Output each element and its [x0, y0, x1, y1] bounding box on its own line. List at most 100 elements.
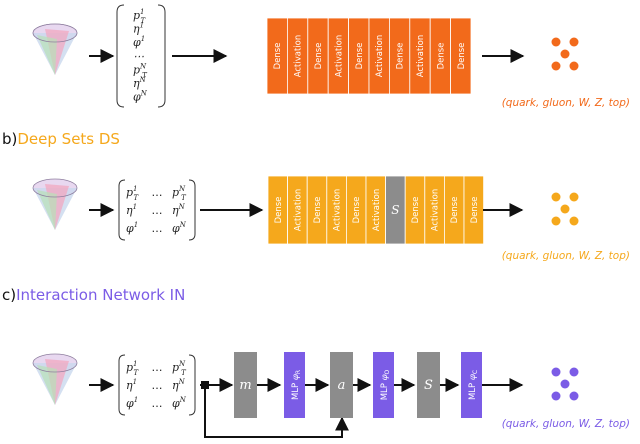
jet-cone-icon-c	[32, 353, 78, 405]
mlp-layer-stack: Dense Activation Dense Activation Dense Activ…	[266, 17, 472, 95]
svg-text:MLP φO: MLP φO	[380, 369, 391, 400]
vector-entry-2: φ1	[133, 35, 145, 49]
svg-text:Activation: Activation	[416, 35, 426, 78]
matrix-right-1: ηN	[172, 203, 186, 217]
junction-node	[201, 381, 209, 389]
mlp-block-layer-2: Dense	[307, 17, 329, 95]
svg-text:Dense: Dense	[411, 197, 421, 224]
mlp-c-phi: φ	[468, 374, 478, 380]
mlp-block-layer-9: Dense	[450, 17, 472, 95]
svg-text:Activation: Activation	[375, 35, 385, 78]
svg-text:a: a	[338, 378, 346, 393]
svg-text:MLP φC: MLP φC	[468, 370, 479, 400]
block-mlp-phi-r: MLP φR	[284, 352, 305, 418]
dots-b-dot-1	[569, 192, 579, 202]
svg-text:MLP φR: MLP φR	[291, 370, 302, 400]
section-title-c: c)Interaction Network IN	[2, 286, 185, 304]
matrix-dots-1: …	[152, 379, 163, 392]
dots-b-dot-3	[551, 216, 561, 226]
svg-text:S: S	[424, 378, 433, 393]
mlp-r-sub: R	[295, 370, 302, 374]
svg-text:Dense: Dense	[470, 197, 480, 224]
matrix-dots-0: …	[152, 186, 163, 199]
section-letter-b: b)	[2, 130, 17, 148]
block-m: m	[234, 352, 257, 418]
matrix-dots-2: …	[152, 222, 163, 235]
jet-cone-icon-a	[32, 23, 78, 75]
mlp-o-phi: φ	[380, 374, 390, 380]
mlp-r-phi: φ	[291, 374, 301, 380]
ds-block-layer-8: Activation	[424, 175, 445, 245]
svg-text:Activation: Activation	[294, 35, 304, 78]
svg-text:Activation: Activation	[333, 189, 343, 232]
output-classes-dots-b	[551, 192, 579, 226]
svg-text:Activation: Activation	[431, 189, 441, 232]
svg-text:Dense: Dense	[314, 43, 324, 70]
dots-a-dot-2	[560, 49, 570, 59]
ds-block-layer-4: Dense	[345, 175, 367, 245]
section-name-b: Deep Sets DS	[17, 130, 120, 148]
matrix-dots-2: …	[152, 397, 163, 410]
dots-c-dot-1	[569, 367, 579, 377]
matrix-left-2: φ1	[126, 221, 138, 235]
matrix-left-2: φ1	[126, 396, 138, 410]
svg-text:Dense: Dense	[273, 43, 283, 70]
svg-text:Dense: Dense	[274, 197, 284, 224]
ds-block-layer-7: Dense	[404, 175, 426, 245]
matrix-right-2: φN	[172, 221, 187, 235]
svg-text:Activation: Activation	[334, 35, 344, 78]
dots-b-dot-0	[551, 192, 561, 202]
ds-block-layer-10: Dense	[463, 175, 485, 245]
mlp-block-layer-7: Activation	[409, 17, 431, 95]
mlp-block-layer-1: Activation	[286, 17, 309, 95]
ds-block-layer-1: Activation	[287, 175, 308, 245]
ds-block-layer-6: S	[385, 175, 406, 245]
matrix-left-1: η1	[126, 378, 137, 392]
dots-c-dot-0	[551, 367, 561, 377]
dots-c-dot-4	[569, 391, 579, 401]
mlp-r-prefix: MLP	[291, 383, 301, 400]
mlp-block-layer-6: Dense	[388, 17, 411, 95]
svg-text:Dense: Dense	[396, 43, 406, 70]
skip-connection	[204, 389, 349, 438]
matrix-right-1: ηN	[172, 378, 186, 392]
svg-text:Dense: Dense	[436, 43, 446, 70]
vector-entry-5: ηN	[133, 76, 147, 90]
ds-block-layer-3: Activation	[326, 175, 347, 245]
dots-b-dot-4	[569, 216, 579, 226]
mlp-c-prefix: MLP	[468, 383, 478, 400]
matrix-dots-1: …	[152, 204, 163, 217]
mlp-block-layer-5: Activation	[368, 17, 390, 95]
dots-a-dot-1	[569, 37, 579, 47]
svg-text:Activation: Activation	[293, 189, 303, 232]
block-mlp-phi-o: MLP φO	[373, 352, 394, 418]
mlp-block-layer-0: Dense	[266, 17, 288, 95]
svg-text:Dense: Dense	[355, 43, 365, 70]
mlp-o-prefix: MLP	[380, 383, 390, 400]
block-s-in: S	[417, 352, 440, 418]
vector-entry-1: η1	[133, 22, 144, 36]
mlp-block-layer-3: Activation	[327, 17, 350, 95]
svg-text:Dense: Dense	[352, 197, 362, 224]
section-letter-c: c)	[2, 286, 16, 304]
vector-entry-3: ⋯	[133, 50, 144, 63]
dots-a-dot-4	[569, 61, 579, 71]
svg-text:Dense: Dense	[450, 197, 460, 224]
dots-b-dot-2	[560, 204, 570, 214]
block-a: a	[330, 352, 353, 418]
jet-cone-icon-b	[32, 178, 78, 230]
ds-block-layer-5: Activation	[365, 175, 387, 245]
svg-text:Dense: Dense	[313, 197, 323, 224]
section-name-c: Interaction Network IN	[16, 286, 185, 304]
mlp-block-layer-4: Dense	[348, 17, 370, 95]
dots-c-dot-2	[560, 379, 570, 389]
ds-block-layer-9: Dense	[443, 175, 465, 245]
matrix-right-2: φN	[172, 396, 187, 410]
